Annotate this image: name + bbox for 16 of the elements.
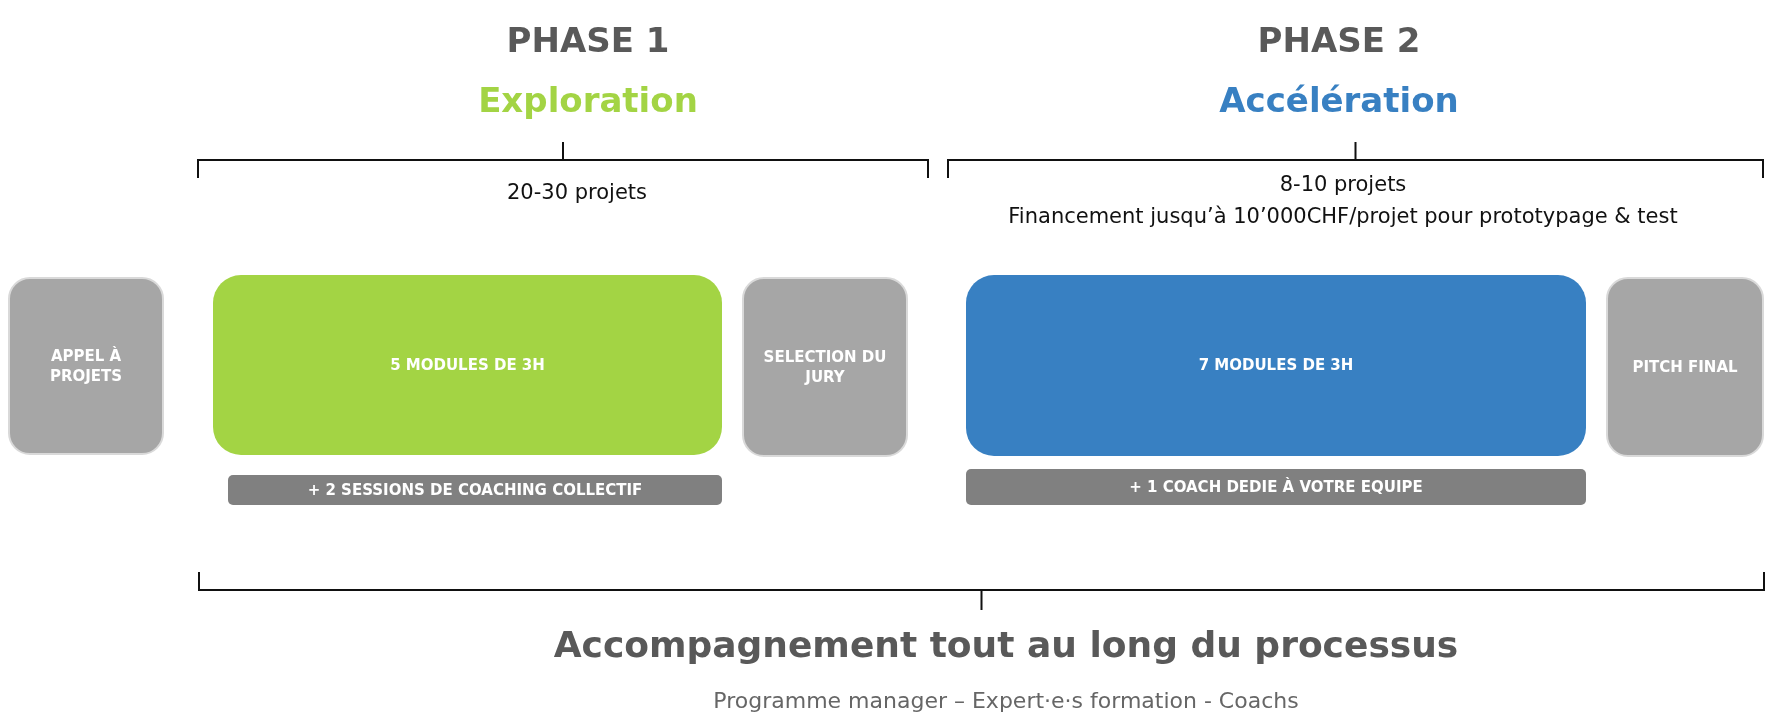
coaching-bar: + 2 SESSIONS DE COACHING COLLECTIF bbox=[228, 475, 722, 505]
project-count: 20-30 projets bbox=[507, 180, 647, 204]
coaching-bar: + 1 COACH DEDIE À VOTRE EQUIPE bbox=[966, 469, 1586, 505]
phase-name: Accélération bbox=[1219, 80, 1459, 120]
phase-box: SELECTION DU JURY bbox=[742, 277, 908, 457]
phase-heading: PHASE 1 bbox=[506, 20, 670, 60]
funding-note: Financement jusqu’à 10’000CHF/projet pour prototypage & test bbox=[1008, 204, 1678, 228]
module-box: 7 MODULES DE 3H bbox=[966, 275, 1586, 456]
phase-box: APPEL À PROJETS bbox=[8, 277, 164, 455]
phase-heading: PHASE 2 bbox=[1257, 20, 1421, 60]
support-roles: Programme manager – Expert·e·s formation - Coachs bbox=[713, 688, 1299, 713]
module-box: 5 MODULES DE 3H bbox=[213, 275, 722, 455]
project-count: 8-10 projets bbox=[1279, 172, 1407, 196]
support-heading: Accompagnement tout au long du processus bbox=[553, 624, 1459, 665]
phase-box: PITCH FINAL bbox=[1606, 277, 1764, 457]
phase-name: Exploration bbox=[478, 80, 698, 120]
